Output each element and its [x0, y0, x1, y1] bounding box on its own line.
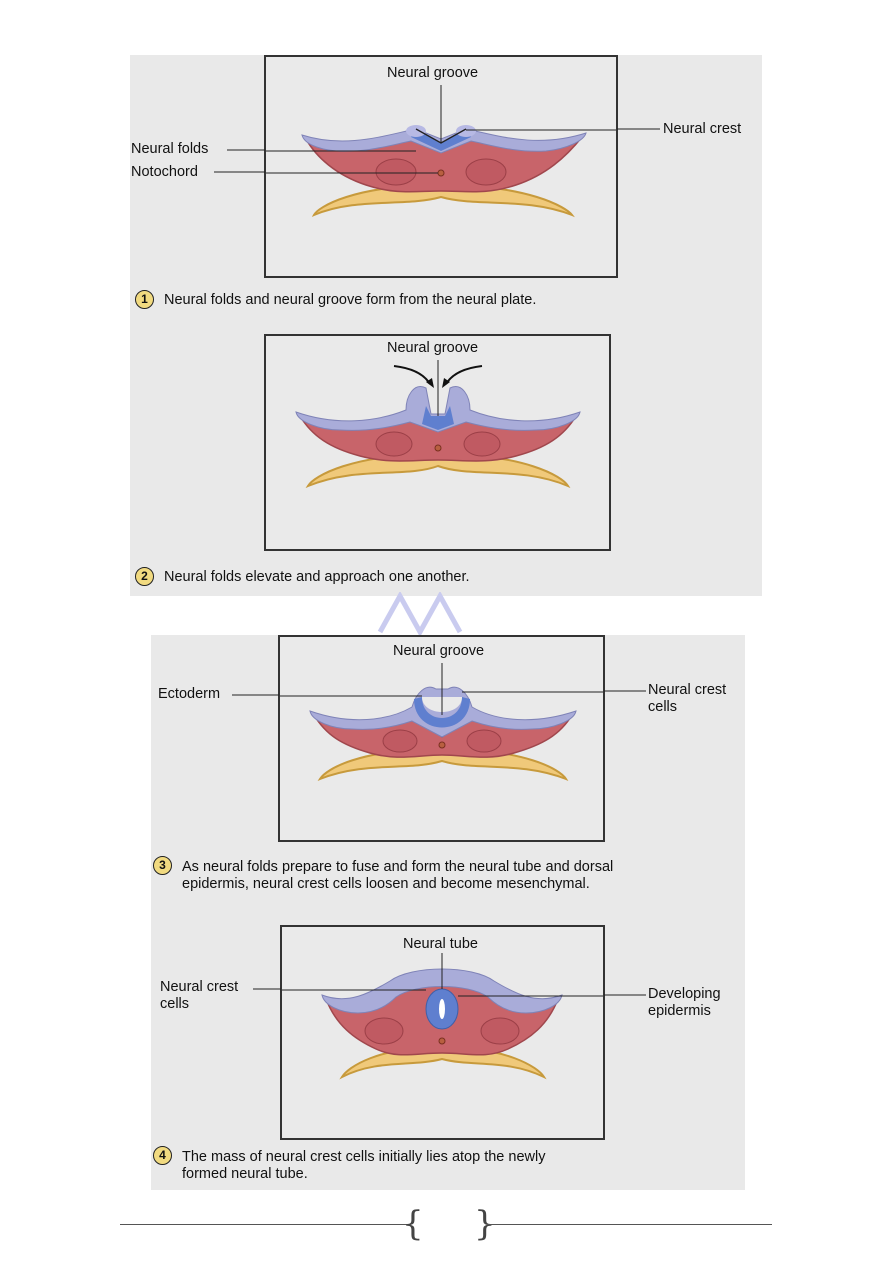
ectoderm-layer	[295, 386, 581, 433]
label-neural-tube-4: Neural tube	[403, 936, 478, 952]
label-neural-folds-1: Neural folds	[131, 141, 209, 157]
right-somite	[463, 431, 501, 457]
step-4-caption: The mass of neural crest cells initially…	[182, 1149, 546, 1182]
label-notochord-1: Notochord	[131, 164, 198, 180]
left-somite	[382, 729, 418, 753]
ectoderm-layer	[309, 686, 577, 738]
footer-rule-left	[120, 1224, 408, 1225]
watermark-logo	[377, 592, 463, 636]
footer-brace-left: {	[402, 1204, 424, 1244]
label-developing-epidermis-4: Developing epidermis	[648, 986, 721, 1019]
figure-panel-bottom: Neural groove Ectoderm Neural crest cell…	[151, 635, 745, 1190]
left-fold-bump	[406, 125, 426, 137]
step-1-badge: 1	[135, 290, 154, 309]
label-neural-crest-cells-4: Neural crest cells	[160, 979, 239, 1012]
step-2-caption: Neural folds elevate and approach one an…	[164, 569, 470, 585]
neural-plate	[422, 406, 454, 430]
endoderm-layer	[311, 183, 575, 218]
label-neural-groove-2: Neural groove	[387, 340, 479, 356]
right-somite	[480, 1017, 520, 1045]
notochord-dot	[438, 741, 446, 749]
step-2-diagram-frame	[264, 334, 611, 551]
label-neural-crest-1: Neural crest	[663, 121, 742, 137]
right-somite	[465, 158, 507, 186]
step-3-badge: 3	[153, 856, 172, 875]
step-3-cross-section	[280, 663, 603, 782]
step-4-outer-leaders	[253, 988, 646, 996]
label-neural-groove-3: Neural groove	[393, 643, 485, 659]
epidermis-layer	[321, 968, 563, 1014]
step-4-diagram-frame	[280, 925, 605, 1140]
step-1-caption: Neural folds and neural groove form from…	[164, 292, 537, 308]
step-1-diagram-frame	[264, 55, 618, 278]
step-2-cross-section	[295, 360, 581, 489]
footer-rule-right	[487, 1224, 772, 1225]
left-somite	[364, 1017, 404, 1045]
step-4-cross-section	[282, 953, 603, 1080]
step-2-badge: 2	[135, 567, 154, 586]
left-somite	[375, 431, 413, 457]
figure-panel-top: Neural groove Neural crest Neural folds …	[130, 55, 762, 596]
right-arrow	[445, 365, 483, 385]
step-4-badge: 4	[153, 1146, 172, 1165]
step-1-cross-section	[266, 85, 616, 218]
notochord-dot	[434, 444, 442, 452]
notochord-dot	[438, 1037, 446, 1045]
left-somite	[375, 158, 417, 186]
right-fold-bump	[456, 125, 476, 137]
step-3-outer-leaders	[232, 690, 646, 696]
step-3-caption: As neural folds prepare to fuse and form…	[182, 859, 614, 892]
label-ectoderm-3: Ectoderm	[158, 686, 221, 702]
neural-plate	[414, 697, 470, 728]
footer-brace-right: }	[474, 1204, 496, 1244]
step-3-diagram-frame	[278, 635, 605, 842]
right-somite	[466, 729, 502, 753]
label-neural-crest-cells-3: Neural crest cells	[648, 682, 727, 715]
label-neural-groove-1: Neural groove	[387, 65, 479, 81]
step-1-outer-leaders	[214, 128, 660, 173]
left-arrow	[393, 365, 431, 385]
